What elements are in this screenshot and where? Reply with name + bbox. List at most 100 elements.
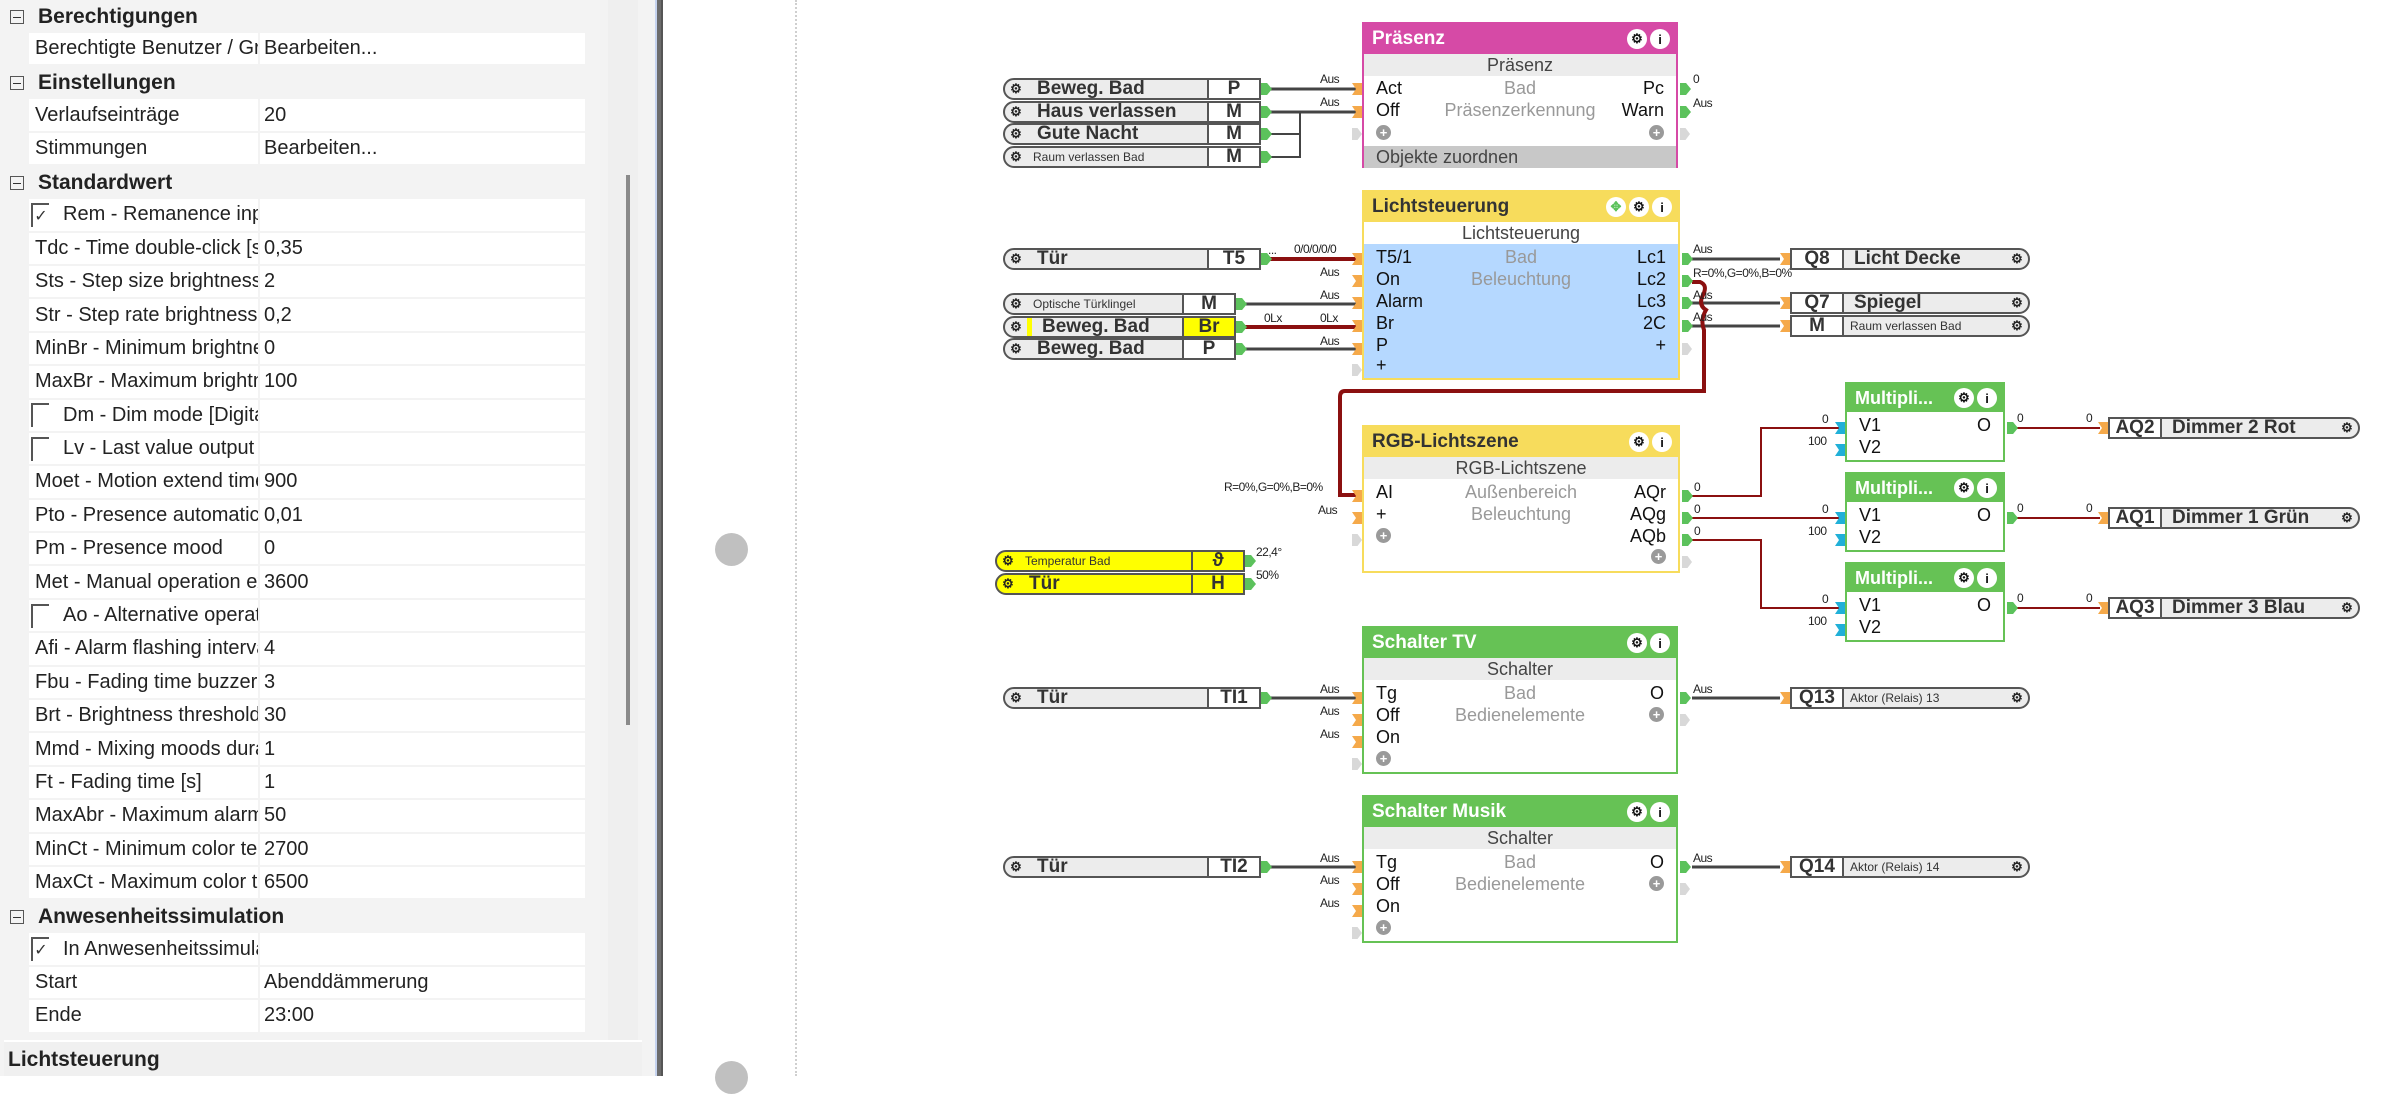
property-value[interactable]: 2	[260, 265, 585, 298]
checkbox-checked[interactable]: ✓	[31, 937, 49, 962]
input-pin-plus[interactable]: +	[1376, 504, 1387, 524]
input-pin-v1[interactable]: V1	[1859, 595, 1882, 615]
output-port[interactable]	[1680, 106, 1691, 118]
gear-icon[interactable]: ⚙	[1010, 126, 1022, 141]
input-port[interactable]	[1352, 106, 1362, 118]
input-port[interactable]	[1352, 512, 1362, 524]
property-row[interactable]: MinCt - Minimum color te...2700	[29, 833, 585, 867]
output-port-empty[interactable]	[1680, 128, 1690, 140]
add-input-icon[interactable]: +	[1376, 920, 1391, 935]
property-value[interactable]	[260, 199, 585, 231]
property-value[interactable]: 0,01	[260, 499, 585, 532]
checkbox-unchecked[interactable]	[31, 403, 49, 428]
input-pin-on[interactable]: On	[1376, 727, 1401, 747]
property-value[interactable]: 3600	[260, 566, 585, 598]
output-pin-warn[interactable]: Warn	[1621, 100, 1664, 120]
gear-icon[interactable]: ⚙	[2011, 295, 2023, 310]
add-output-icon[interactable]: +	[1649, 876, 1664, 891]
output-pin-2c[interactable]: 2C	[1642, 313, 1666, 333]
property-row[interactable]: Tdc - Time double-click [s]0,35	[29, 232, 585, 266]
block-praesenz[interactable]: Präsenz ⚙ i Präsenz Act Off Bad Präsenze…	[1362, 22, 1678, 168]
property-value[interactable]: 0,2	[260, 299, 585, 331]
output-object-port[interactable]	[1780, 253, 1790, 265]
property-row[interactable]: MinBr - Minimum brightne...0	[29, 332, 585, 367]
input-pin-off[interactable]: Off	[1376, 100, 1400, 120]
gear-icon[interactable]: ⚙	[1627, 633, 1647, 653]
property-value[interactable]	[260, 432, 585, 465]
property-value[interactable]: Abenddämmerung	[260, 966, 585, 999]
input-port[interactable]	[1835, 512, 1845, 524]
output-port-empty[interactable]	[1680, 883, 1690, 895]
collapse-icon[interactable]	[10, 909, 24, 924]
property-row[interactable]: MaxCt - Maximum color te...6500	[29, 866, 585, 901]
output-object-port[interactable]	[2098, 422, 2108, 434]
output-port[interactable]	[2007, 512, 2018, 524]
input-pin-v1[interactable]: V1	[1859, 505, 1882, 525]
gear-icon[interactable]: ⚙	[1002, 576, 1014, 591]
input-port-empty[interactable]	[1352, 534, 1362, 546]
input-object-port[interactable]	[1245, 578, 1256, 590]
gear-icon[interactable]: ⚙	[2341, 600, 2353, 615]
output-port[interactable]	[1682, 512, 1693, 524]
block-header[interactable]: Multipli... ⚙ i	[1847, 384, 2003, 412]
property-row[interactable]: Ft - Fading time [s]1	[29, 766, 585, 801]
panel-splitter[interactable]	[655, 0, 665, 1076]
output-pin-lc1[interactable]: Lc1	[1636, 247, 1666, 267]
output-object-port[interactable]	[2098, 512, 2108, 524]
property-row[interactable]: Lv - Last value output L...	[29, 432, 585, 467]
input-port-empty[interactable]	[1352, 364, 1362, 376]
property-row[interactable]: Met - Manual operation ext...3600	[29, 566, 585, 600]
input-object-port[interactable]	[1261, 692, 1272, 704]
property-value[interactable]: 30	[260, 700, 585, 732]
gear-icon[interactable]: ⚙	[2341, 420, 2353, 435]
block-header[interactable]: Schalter TV ⚙ i	[1364, 628, 1676, 658]
output-port[interactable]	[1680, 861, 1691, 873]
add-input-icon[interactable]: +	[1376, 751, 1391, 766]
output-pin-o[interactable]: O	[1976, 595, 1991, 615]
input-port[interactable]	[1352, 343, 1362, 355]
gear-icon[interactable]: ⚙	[1010, 251, 1022, 266]
output-object-port[interactable]	[2098, 602, 2108, 614]
output-port[interactable]	[1682, 490, 1693, 502]
property-row[interactable]: MaxAbr - Maximum alarm ...50	[29, 800, 585, 834]
gear-icon[interactable]: ⚙	[1954, 568, 1974, 588]
collapse-icon[interactable]	[10, 9, 24, 24]
gear-icon[interactable]: ⚙	[2011, 690, 2023, 705]
input-pin-br[interactable]: Br	[1376, 313, 1394, 333]
property-category[interactable]: Anwesenheitssimulation	[0, 900, 585, 933]
output-port[interactable]	[1682, 297, 1693, 309]
input-port-empty[interactable]	[1352, 927, 1362, 939]
input-object-port[interactable]	[1245, 555, 1256, 567]
input-port-empty[interactable]	[1352, 128, 1362, 140]
property-row[interactable]: Afi - Alarm flashing interval...4	[29, 633, 585, 667]
property-category[interactable]: Standardwert	[0, 166, 585, 199]
output-port-empty[interactable]	[1682, 556, 1692, 568]
output-pin-lc3[interactable]: Lc3	[1636, 291, 1666, 311]
gear-icon[interactable]: ⚙	[1010, 81, 1022, 96]
property-value[interactable]: 100	[260, 366, 585, 398]
gear-icon[interactable]: ⚙	[1010, 859, 1022, 874]
block-rgb-lichtszene[interactable]: RGB-Lichtszene ⚙ i RGB-Lichtszene AI + +…	[1362, 425, 1680, 573]
property-value[interactable]: 0	[260, 533, 585, 565]
property-row[interactable]: Str - Step rate brightness [s]0,2	[29, 299, 585, 333]
input-port[interactable]	[1835, 444, 1845, 456]
property-value[interactable]: 1	[260, 733, 585, 765]
input-pin-act[interactable]: Act	[1376, 78, 1403, 98]
block-header[interactable]: Lichtsteuerung ✥ ⚙ i	[1364, 192, 1678, 222]
gear-icon[interactable]: ⚙	[2011, 859, 2023, 874]
block-schalter-tv[interactable]: Schalter TV ⚙ i Schalter Tg Off On + Bad…	[1362, 626, 1678, 774]
assign-objects-button[interactable]: Objekte zuordnen	[1364, 146, 1676, 168]
property-category[interactable]: Einstellungen	[0, 66, 585, 99]
gear-icon[interactable]: ⚙	[2011, 251, 2023, 266]
input-object-port[interactable]	[1261, 253, 1272, 265]
